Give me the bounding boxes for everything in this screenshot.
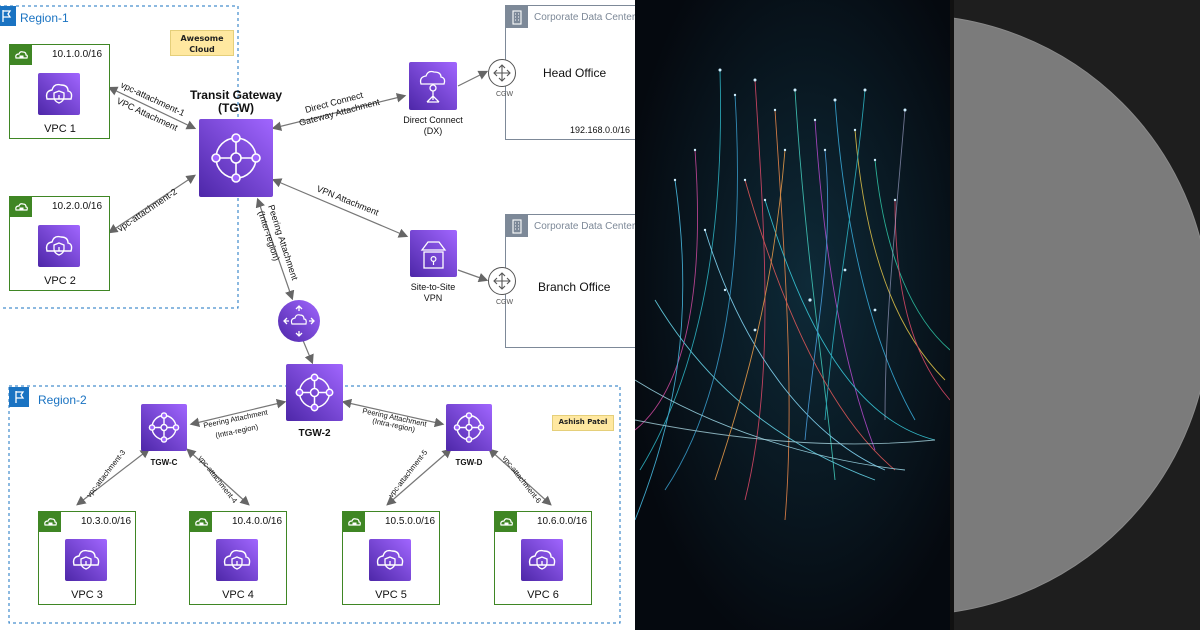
hub-icon[interactable]	[286, 364, 343, 421]
hub-icon[interactable]	[199, 119, 273, 197]
shield-cloud-icon	[38, 73, 80, 115]
vpc-4[interactable]: 10.4.0.0/16 VPC 4	[189, 511, 287, 605]
link-vpn-cgw	[457, 269, 489, 283]
vpc-6[interactable]: 10.6.0.0/16 VPC 6	[494, 511, 592, 605]
cloud-lock-icon	[190, 512, 212, 532]
note-line-2: Cloud	[189, 45, 215, 54]
vpn-label-line-1: Site-to-Site	[410, 282, 456, 292]
cgw-label: CGW	[496, 91, 514, 98]
link-tgwc-vpc3	[76, 448, 150, 506]
vpn-label: Site-to-Site VPN	[393, 282, 473, 304]
cgw-label: CGW	[496, 299, 514, 306]
tgw-label: Transit Gateway (TGW)	[180, 89, 292, 115]
direct-connect-icon[interactable]	[409, 62, 457, 110]
vpn-gateway-icon[interactable]	[410, 230, 457, 277]
decorative-disc-image	[950, 0, 1200, 630]
vpc-name: VPC 2	[44, 275, 76, 287]
tgw-label-line-1: Transit Gateway	[189, 88, 283, 102]
cloud-lock-icon	[10, 45, 32, 65]
tgwc-label: TGW-C	[150, 458, 178, 467]
note-line-1: Awesome	[180, 34, 224, 43]
network-diagram: vpc-attachment-1 VPC Attachment vpc-atta…	[0, 5, 635, 624]
cloud-lock-icon	[10, 197, 32, 217]
tgw2-label: TGW-2	[298, 428, 331, 439]
shield-cloud-icon	[369, 539, 411, 581]
link-tgwc-vpc4	[186, 448, 250, 506]
corporate-data-center-head[interactable]: Corporate Data Center Head Office 192.16…	[505, 5, 635, 140]
vpc-name: VPC 1	[44, 123, 76, 135]
connector-layer: vpc-attachment-1 VPC Attachment vpc-atta…	[0, 5, 621, 624]
vpc-cidr: 10.4.0.0/16	[232, 516, 283, 527]
cloud-lock-icon	[343, 512, 365, 532]
label-vpn-attachment: VPN Attachment	[315, 184, 380, 218]
link-tgw-vpn	[271, 178, 409, 238]
gray-disc	[950, 0, 1200, 630]
vpc-cidr: 10.2.0.0/16	[52, 201, 103, 212]
cloud-lock-icon	[39, 512, 61, 532]
decorative-network-image	[635, 0, 950, 630]
dx-label-line-1: Direct Connect	[403, 115, 463, 125]
tgw-label-line-2: (TGW)	[218, 101, 254, 115]
corporate-data-center-branch[interactable]: Corporate Data Center Branch Office	[505, 214, 635, 348]
region-1-label: Region-1	[20, 11, 69, 25]
dc-name: Branch Office	[538, 280, 611, 294]
author-note: Ashish Patel	[552, 415, 614, 431]
label-vpc-attachment-6: vpc-attachment-6	[500, 454, 543, 505]
flag-icon	[9, 387, 29, 407]
link-peering-tgw2	[301, 337, 314, 365]
router-icon[interactable]	[488, 267, 516, 295]
shield-cloud-icon	[521, 539, 563, 581]
vpc-2[interactable]: 10.2.0.0/16 VPC 2	[9, 196, 110, 291]
link-tgw-dx	[271, 93, 407, 131]
vpc-name: VPC 4	[222, 589, 254, 601]
router-icon[interactable]	[488, 59, 516, 87]
flag-icon	[0, 6, 16, 26]
region-2-label: Region-2	[38, 393, 87, 407]
dc-cidr: 192.168.0.0/16	[570, 125, 631, 135]
cloud-lock-icon	[495, 512, 517, 532]
vpn-label-line-2: VPN	[423, 293, 443, 303]
link-dx-cgw	[457, 70, 489, 87]
direct-connect-label: Direct Connect (DX)	[393, 115, 473, 137]
label-vpc-attachment-4: vpc-attachment-4	[196, 454, 239, 505]
dx-label-line-2: (DX)	[423, 126, 443, 136]
vpc-cidr: 10.5.0.0/16	[385, 516, 436, 527]
link-vpc2-tgw	[108, 174, 196, 234]
hub-icon[interactable]	[141, 404, 187, 451]
vpc-5[interactable]: 10.5.0.0/16 VPC 5	[342, 511, 440, 605]
tgwd-label: TGW-D	[455, 458, 483, 467]
hub-icon[interactable]	[446, 404, 492, 451]
network-lines-art	[635, 0, 950, 630]
vpc-name: VPC 3	[71, 589, 103, 601]
building-icon	[506, 6, 528, 28]
link-tgwd-vpc5	[386, 448, 452, 506]
vpc-1[interactable]: 10.1.0.0/16 VPC 1	[9, 44, 110, 139]
vpc-cidr: 10.3.0.0/16	[81, 516, 132, 527]
region-2-boundary	[8, 385, 621, 624]
link-tgwd-vpc6	[488, 448, 552, 506]
link-tgwc-tgw2	[189, 399, 287, 427]
shield-cloud-icon	[216, 539, 258, 581]
dc-name: Head Office	[543, 66, 607, 80]
dc-title: Corporate Data Center	[534, 221, 635, 232]
shield-cloud-icon	[38, 225, 80, 267]
shield-cloud-icon	[65, 539, 107, 581]
label-vpc-attachment-3: vpc-attachment-3	[84, 448, 127, 499]
awesome-cloud-note: Awesome Cloud	[170, 30, 234, 56]
building-icon	[506, 215, 528, 237]
peering-cloud-icon[interactable]	[278, 300, 320, 342]
link-tgw2-tgwd	[341, 398, 445, 428]
link-vpc1-tgw	[107, 86, 197, 130]
label-vpc-attachment-2: vpc-attachment-2	[116, 186, 179, 233]
dc-title: Corporate Data Center	[534, 12, 635, 23]
vpc-name: VPC 5	[375, 589, 407, 601]
link-tgw-peering	[255, 197, 295, 301]
vpc-cidr: 10.1.0.0/16	[52, 49, 103, 60]
vpc-cidr: 10.6.0.0/16	[537, 516, 588, 527]
vpc-3[interactable]: 10.3.0.0/16 VPC 3	[38, 511, 136, 605]
vpc-name: VPC 6	[527, 589, 559, 601]
